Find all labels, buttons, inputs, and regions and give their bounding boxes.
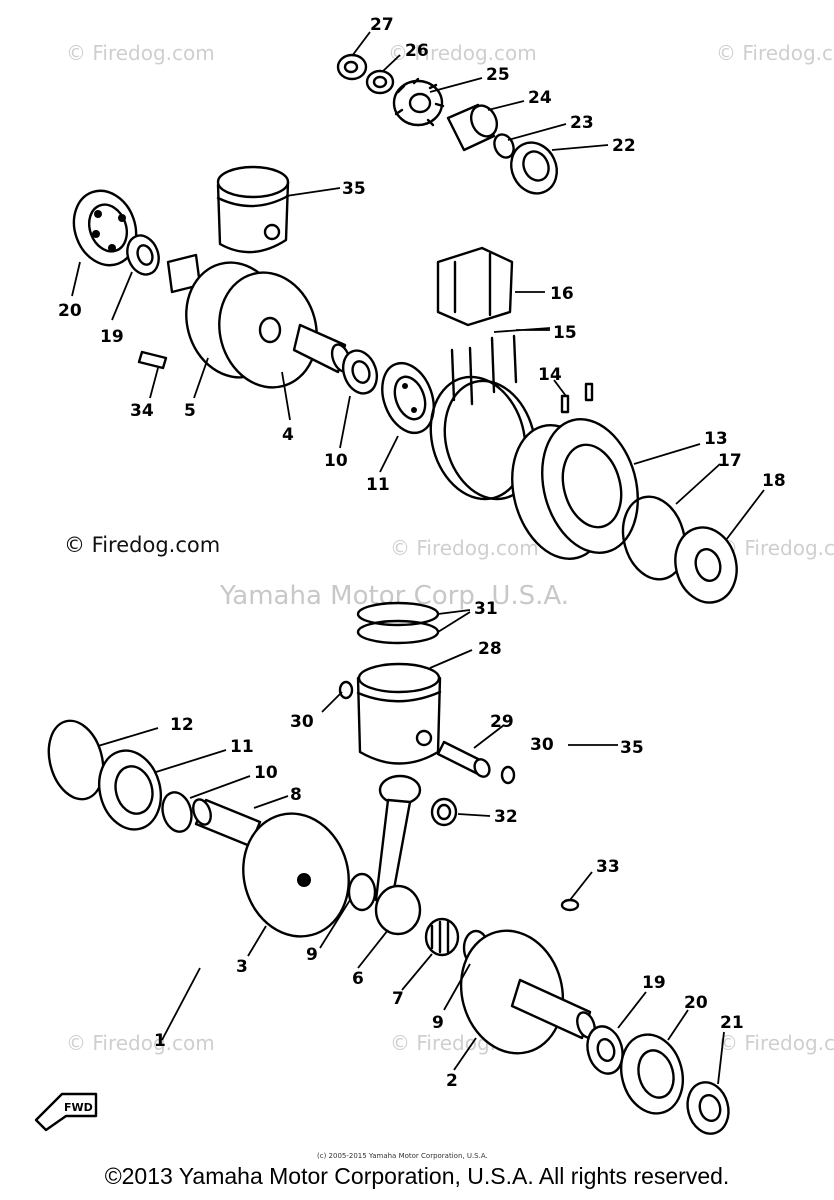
part-16-reed bbox=[436, 246, 514, 327]
label-19-top: 19 bbox=[100, 327, 124, 347]
label-5: 5 bbox=[184, 401, 196, 421]
label-7: 7 bbox=[392, 989, 404, 1009]
watermark-mid-left: © Firedog.com bbox=[64, 533, 220, 557]
label-10-bottom: 10 bbox=[254, 763, 278, 783]
label-20-bottom: 20 bbox=[684, 993, 708, 1013]
part-35-piston-top bbox=[216, 165, 290, 254]
label-27: 27 bbox=[370, 15, 394, 35]
label-14: 14 bbox=[538, 365, 562, 385]
label-9-right: 9 bbox=[432, 1013, 444, 1033]
watermark-top-left: © Firedog.com bbox=[66, 41, 215, 65]
label-1: 1 bbox=[154, 1031, 166, 1051]
part-14-dowels bbox=[560, 382, 594, 414]
label-30-left: 30 bbox=[290, 712, 314, 732]
label-21: 21 bbox=[720, 1013, 744, 1033]
label-11-bottom: 11 bbox=[230, 737, 254, 757]
label-24: 24 bbox=[528, 88, 552, 108]
part-13-cylinder bbox=[511, 418, 639, 560]
part-4-5-crank-assembly bbox=[166, 253, 352, 389]
label-6: 6 bbox=[352, 969, 364, 989]
label-29: 29 bbox=[490, 712, 514, 732]
part-17-gasket bbox=[621, 495, 687, 581]
label-33: 33 bbox=[596, 857, 620, 877]
part-24-collar bbox=[446, 103, 499, 152]
part-2-crank-half-right bbox=[459, 929, 596, 1055]
part-29-piston-pin bbox=[436, 740, 491, 778]
part-26-washer bbox=[365, 69, 395, 95]
label-22: 22 bbox=[612, 136, 636, 156]
label-23: 23 bbox=[570, 113, 594, 133]
watermark-top-center: © Firedog.com bbox=[388, 41, 537, 65]
label-35-top: 35 bbox=[342, 179, 366, 199]
label-8: 8 bbox=[290, 785, 302, 805]
label-17: 17 bbox=[718, 451, 742, 471]
watermark-top-right: © Firedog.com bbox=[716, 41, 834, 65]
label-35-bottom: 35 bbox=[620, 738, 644, 758]
part-33-key bbox=[560, 898, 580, 912]
part-21-oil-seal bbox=[686, 1081, 730, 1135]
part-27-nut bbox=[336, 53, 368, 81]
label-32: 32 bbox=[494, 807, 518, 827]
part-19-washer-bottom bbox=[586, 1025, 624, 1075]
label-15: 15 bbox=[553, 323, 577, 343]
part-6-connecting-rod bbox=[374, 774, 422, 936]
part-10-washer-bottom bbox=[161, 791, 193, 833]
leader-lines bbox=[71, 31, 765, 1085]
part-20-bearing bbox=[72, 189, 138, 267]
fwd-label: FWD bbox=[64, 1101, 93, 1114]
part-3-crank-half-left bbox=[242, 812, 350, 938]
part-19-washer bbox=[126, 234, 160, 276]
part-cylinder-gasket bbox=[429, 375, 537, 501]
label-26: 26 bbox=[405, 41, 429, 61]
label-28: 28 bbox=[478, 639, 502, 659]
watermark-bottom-left: © Firedog.com bbox=[66, 1031, 215, 1055]
label-25: 25 bbox=[486, 65, 510, 85]
part-11-bearing-bottom bbox=[98, 749, 162, 831]
label-13: 13 bbox=[704, 429, 728, 449]
label-20-top: 20 bbox=[58, 301, 82, 321]
part-23-circlip bbox=[493, 133, 515, 159]
part-20-bearing-bottom bbox=[620, 1033, 684, 1115]
label-9-left: 9 bbox=[306, 945, 318, 965]
part-12-circlip bbox=[47, 719, 105, 801]
watermark-yamaha: Yamaha Motor Corp. U.S.A. bbox=[219, 581, 569, 611]
watermark-bottom-right: © Firedog.com bbox=[718, 1031, 834, 1055]
part-28-piston bbox=[356, 662, 442, 765]
label-31: 31 bbox=[474, 599, 498, 619]
part-30-clips bbox=[338, 680, 516, 785]
part-numbers: 27 26 25 24 23 22 35 20 19 16 15 14 34 5… bbox=[58, 15, 786, 1091]
label-16: 16 bbox=[550, 284, 574, 304]
label-11-top: 11 bbox=[366, 475, 390, 495]
part-7-big-end-bearing bbox=[424, 917, 460, 957]
small-notice: (c) 2005-2015 Yamaha Motor Corporation, … bbox=[317, 1152, 488, 1160]
part-32-small-end-bearing bbox=[430, 797, 458, 827]
fwd-arrow-icon: FWD bbox=[34, 1092, 98, 1132]
part-11-bearing-top bbox=[381, 361, 435, 435]
label-30-right: 30 bbox=[530, 735, 554, 755]
label-2: 2 bbox=[446, 1071, 458, 1091]
part-8-crank-pin bbox=[192, 798, 262, 848]
watermark-mid-center: © Firedog.com bbox=[390, 536, 539, 560]
label-18: 18 bbox=[762, 471, 786, 491]
part-25-gear bbox=[392, 77, 445, 127]
watermark-mid-right: © Firedog.com bbox=[718, 536, 834, 560]
part-34-pin bbox=[137, 350, 168, 370]
part-18-head bbox=[674, 526, 738, 604]
label-4: 4 bbox=[282, 425, 294, 445]
copyright-footer: ©2013 Yamaha Motor Corporation, U.S.A. A… bbox=[104, 1163, 730, 1189]
label-34: 34 bbox=[130, 401, 154, 421]
part-22-oil-seal bbox=[510, 141, 558, 195]
label-12: 12 bbox=[170, 715, 194, 735]
label-10-top: 10 bbox=[324, 451, 348, 471]
label-19-bottom: 19 bbox=[642, 973, 666, 993]
label-3: 3 bbox=[236, 957, 248, 977]
part-10-washer-top bbox=[341, 349, 379, 395]
